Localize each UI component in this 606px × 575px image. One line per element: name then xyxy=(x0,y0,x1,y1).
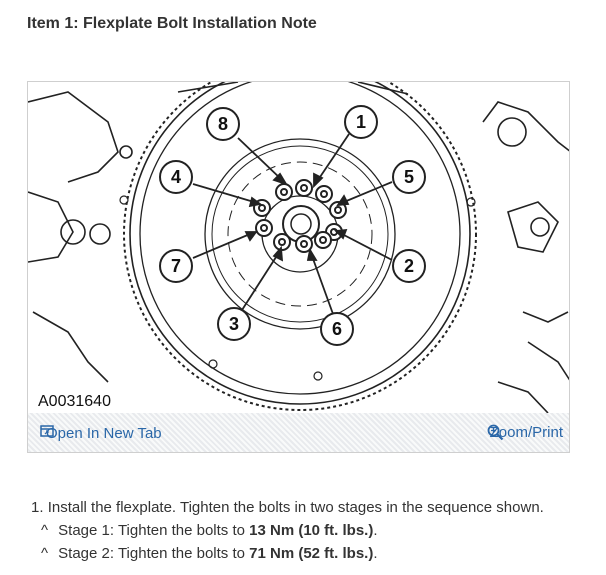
zoom-print-label: Zoom/Print xyxy=(489,424,563,441)
callout-3: 3 xyxy=(229,314,239,334)
flexplate-diagram: 8 1 4 5 7 2 3 6 xyxy=(28,82,569,413)
item-title: Item 1: Flexplate Bolt Installation Note xyxy=(27,15,317,32)
stage-1-line: ^ Stage 1: Tighten the bolts to 13 Nm (1… xyxy=(31,519,544,542)
caret-icon: ^ xyxy=(41,545,49,562)
step-text: Install the flexplate. Tighten the bolts… xyxy=(47,499,544,516)
stage-2-suffix: . xyxy=(373,545,378,562)
callout-8: 8 xyxy=(218,114,228,134)
callout-6: 6 xyxy=(332,319,342,339)
caret-icon: ^ xyxy=(41,522,49,539)
zoom-print-link[interactable]: Zoom/Print xyxy=(487,424,563,441)
figure-box[interactable]: 8 1 4 5 7 2 3 6 A0031640 Op xyxy=(27,81,570,453)
open-in-new-tab-link[interactable]: Open In New Tab xyxy=(40,425,162,442)
stage-2-prefix: Stage 2: Tighten the bolts to xyxy=(58,545,250,562)
stage-2-line: ^ Stage 2: Tighten the bolts to 71 Nm (5… xyxy=(31,542,544,565)
callout-5: 5 xyxy=(404,167,414,187)
step-1: 1. Install the flexplate. Tighten the bo… xyxy=(31,496,544,519)
callout-2: 2 xyxy=(404,256,414,276)
instructions: 1. Install the flexplate. Tighten the bo… xyxy=(31,496,544,565)
figure-toolbar: Open In New Tab Zoom/Print xyxy=(28,413,569,452)
stage-1-suffix: . xyxy=(373,522,378,539)
open-in-new-tab-label: Open In New Tab xyxy=(46,425,162,442)
stage-1-torque: 13 Nm (10 ft. lbs.) xyxy=(249,522,374,539)
stage-2-torque: 71 Nm (52 ft. lbs.) xyxy=(249,545,374,562)
callout-4: 4 xyxy=(171,167,181,187)
callout-1: 1 xyxy=(356,112,366,132)
callout-7: 7 xyxy=(171,256,181,276)
figure-id-label: A0031640 xyxy=(38,393,111,410)
stage-1-prefix: Stage 1: Tighten the bolts to xyxy=(58,522,250,539)
step-number: 1. xyxy=(31,499,44,516)
